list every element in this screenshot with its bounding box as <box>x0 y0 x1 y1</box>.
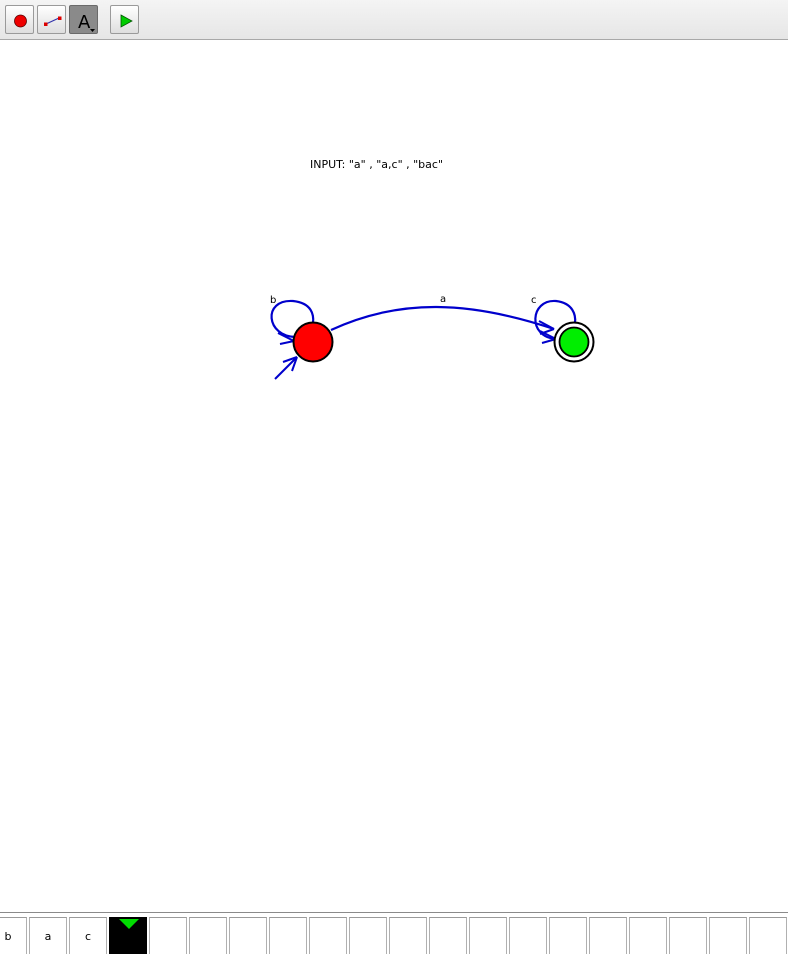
tape-cell <box>669 917 707 954</box>
tape-cell <box>469 917 507 954</box>
tape-cell <box>349 917 387 954</box>
text-a-glyph: A <box>78 12 91 33</box>
red-circle-icon <box>14 14 27 28</box>
run-tool-button[interactable] <box>110 5 139 34</box>
text-a-icon: A <box>78 12 95 33</box>
tape-cell <box>229 917 267 954</box>
start-state[interactable] <box>292 321 334 363</box>
automaton-canvas[interactable]: INPUT: "a" , "a,c" , "bac" b a c <box>0 41 788 912</box>
tape-cell <box>429 917 467 954</box>
tape-cell <box>589 917 627 954</box>
tape-cell <box>629 917 667 954</box>
tape-cell <box>549 917 587 954</box>
toolbar: A <box>0 0 788 40</box>
state-tool-button[interactable] <box>5 5 34 34</box>
tape-cell <box>149 917 187 954</box>
input-label: INPUT: "a" , "a,c" , "bac" <box>310 158 444 171</box>
tape-cell <box>749 917 787 954</box>
tape-cell: b <box>0 917 27 954</box>
tape-cell <box>709 917 747 954</box>
transition-tool-button[interactable] <box>37 5 66 34</box>
green-play-icon <box>120 14 133 28</box>
transition-a: a <box>330 294 555 335</box>
tape-cell <box>189 917 227 954</box>
self-loop-b: b <box>270 295 315 345</box>
tape-cell: c <box>69 917 107 954</box>
tape-cell <box>269 917 307 954</box>
label-a: a <box>440 294 446 305</box>
accept-state[interactable] <box>553 321 595 363</box>
tape-cell: a <box>29 917 67 954</box>
tape-head-cell <box>109 917 147 954</box>
input-tape: b a c <box>0 912 788 954</box>
label-b: b <box>270 295 276 306</box>
automaton-diagram: b a c <box>270 294 595 380</box>
edge-icon <box>44 16 62 26</box>
label-c: c <box>531 295 537 306</box>
initial-arrow <box>274 356 298 380</box>
tape-cell <box>509 917 547 954</box>
tape-cell <box>309 917 347 954</box>
tape-cell <box>389 917 427 954</box>
tape-head-marker-icon <box>119 919 139 929</box>
label-tool-button[interactable]: A <box>69 5 98 34</box>
